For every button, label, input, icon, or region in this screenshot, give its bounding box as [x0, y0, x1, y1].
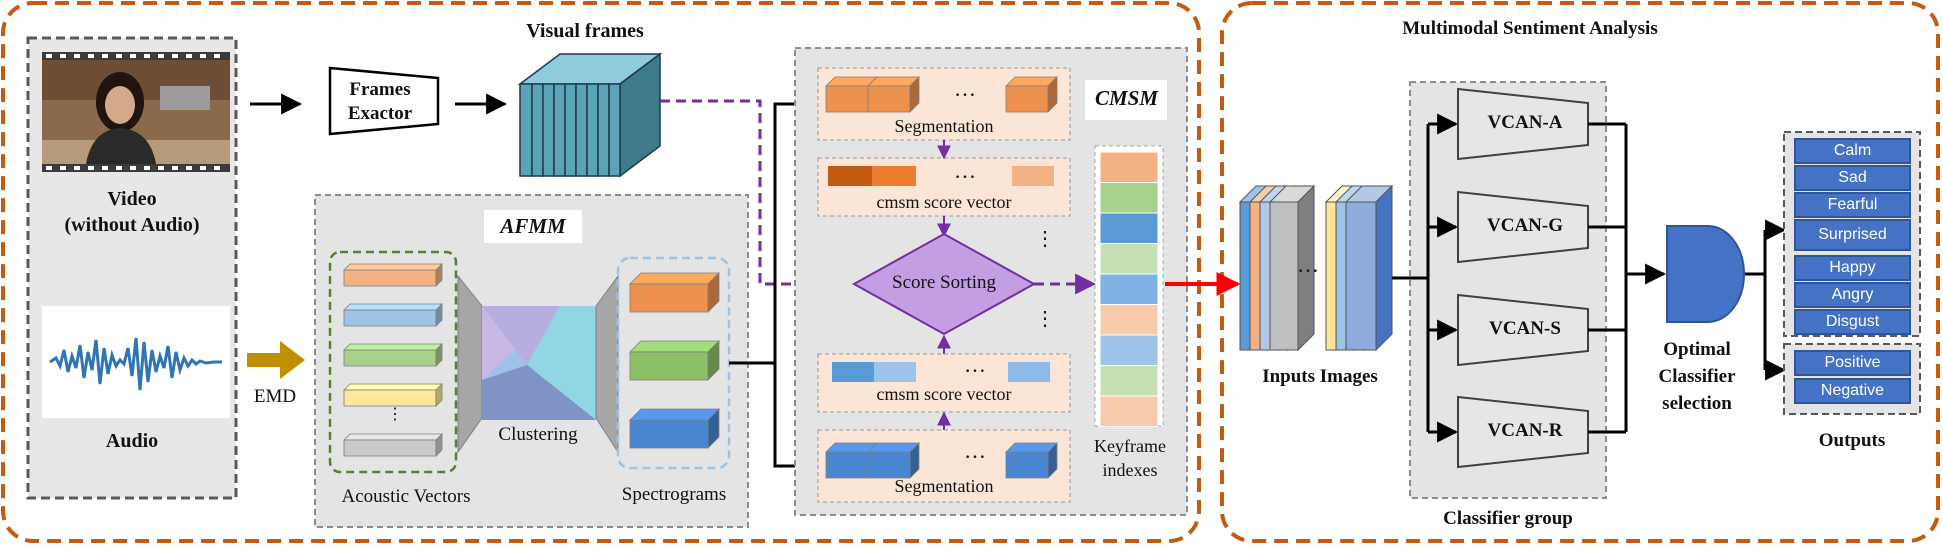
visual-frames-stack — [517, 52, 663, 178]
segmentation-bottom-blocks — [825, 442, 1058, 479]
spectrogram-2 — [629, 408, 720, 449]
emotion-happy: Happy — [1794, 255, 1911, 281]
segmentation-top-dots: … — [954, 76, 976, 101]
outputs-label: Outputs — [1818, 430, 1886, 451]
score-vector-bottom-dots: … — [964, 352, 986, 377]
segmentation-bottom-label: Segmentation — [894, 476, 994, 496]
selector-gate — [1666, 225, 1745, 323]
score-vector-top-label: cmsm score vector — [876, 192, 1012, 212]
segmentation-top-blocks — [825, 76, 1058, 113]
afmm-tag: AFMM — [484, 210, 582, 243]
msa-title: Multimodal Sentiment Analysis — [1402, 18, 1658, 39]
frames-extractor-shape — [328, 66, 440, 136]
spectrogram-1 — [629, 340, 720, 381]
vcan-r-label: VCAN-R — [1487, 420, 1563, 441]
emotion-sad: Sad — [1794, 165, 1911, 191]
left-panel-border — [1, 1, 1201, 543]
vcan-s-label: VCAN-S — [1489, 318, 1561, 339]
keyframe-column — [1099, 151, 1159, 427]
clustering-plot — [482, 306, 596, 420]
vertical-dots-top: ⋮ — [1035, 228, 1055, 250]
segmentation-bottom-dots: … — [964, 438, 986, 463]
video-thumbnail — [42, 52, 230, 172]
vcan-s-shape — [1457, 293, 1589, 367]
keyframe-cell-4 — [1099, 273, 1159, 305]
emotion-disgust: Disgust — [1794, 309, 1911, 335]
keyframe-cell-7 — [1099, 365, 1159, 397]
keyframe-cell-1 — [1099, 182, 1159, 214]
keyframe-cell-5 — [1099, 304, 1159, 336]
score-vector-top-bar — [828, 166, 1054, 186]
score-vector-bottom-bar — [832, 362, 1050, 382]
cmsm-tag: CMSM — [1085, 82, 1167, 115]
vcan-a-label: VCAN-A — [1487, 112, 1563, 133]
vcan-r-shape — [1457, 395, 1589, 469]
audio-title: Audio — [105, 430, 159, 452]
video-title: Video(without Audio) — [64, 188, 200, 236]
acoustic-vectors-label: Acoustic Vectors — [341, 486, 471, 507]
spectrograms — [629, 272, 720, 449]
inputs-images-label: Inputs Images — [1262, 366, 1378, 387]
keyframe-cell-2 — [1099, 212, 1159, 244]
vertical-dots-bottom: ⋮ — [1035, 308, 1055, 330]
clustering-label: Clustering — [498, 424, 578, 445]
vcan-a-shape — [1457, 87, 1589, 161]
emd-label: EMD — [253, 386, 297, 407]
segmentation-top-label: Segmentation — [894, 116, 994, 136]
input-images-stack — [1238, 184, 1394, 352]
keyframe-cell-6 — [1099, 334, 1159, 366]
seg-top-block-1 — [867, 76, 920, 113]
spectrogram-0 — [629, 272, 720, 313]
seg-bottom-block-1 — [867, 442, 920, 479]
emotion-surprised: Surprised — [1794, 219, 1911, 251]
acoustic-vector-2 — [343, 343, 443, 367]
audio-arrow — [247, 341, 305, 379]
keyframe-cell-3 — [1099, 243, 1159, 275]
score-vector-top-dots: … — [954, 158, 976, 183]
film-strip-holes — [46, 54, 220, 170]
inputs-dots: … — [1297, 252, 1319, 277]
spectrograms-label: Spectrograms — [621, 484, 727, 505]
acoustic-vector-0 — [343, 263, 443, 287]
acoustic-vectors-box — [328, 250, 458, 474]
vcan-g-shape — [1457, 190, 1589, 264]
score-sorting-label: Score Sorting — [892, 272, 996, 293]
keyframe-cell-0 — [1099, 151, 1159, 183]
seg-top-block-2 — [1005, 76, 1058, 113]
emotion-calm: Calm — [1794, 138, 1911, 164]
polarity-positive: Positive — [1794, 350, 1911, 376]
visual-frames-title: Visual frames — [526, 20, 644, 42]
seg-bottom-block-2 — [1005, 442, 1058, 479]
score-vector-bottom-label: cmsm score vector — [876, 384, 1012, 404]
acoustic-vector-4 — [343, 433, 443, 457]
classifier-group-label: Classifier group — [1443, 508, 1573, 529]
vector-dots: ⋮ — [387, 406, 403, 423]
polarity-negative: Negative — [1794, 378, 1911, 404]
audio-waveform — [49, 337, 222, 391]
emotion-angry: Angry — [1794, 282, 1911, 308]
acoustic-vector-3 — [343, 383, 443, 407]
acoustic-vector-1 — [343, 303, 443, 327]
keyframe-cell-8 — [1099, 395, 1159, 427]
acoustic-vectors — [343, 263, 443, 457]
vcan-g-label: VCAN-G — [1487, 215, 1563, 236]
emotion-fearful: Fearful — [1794, 192, 1911, 218]
